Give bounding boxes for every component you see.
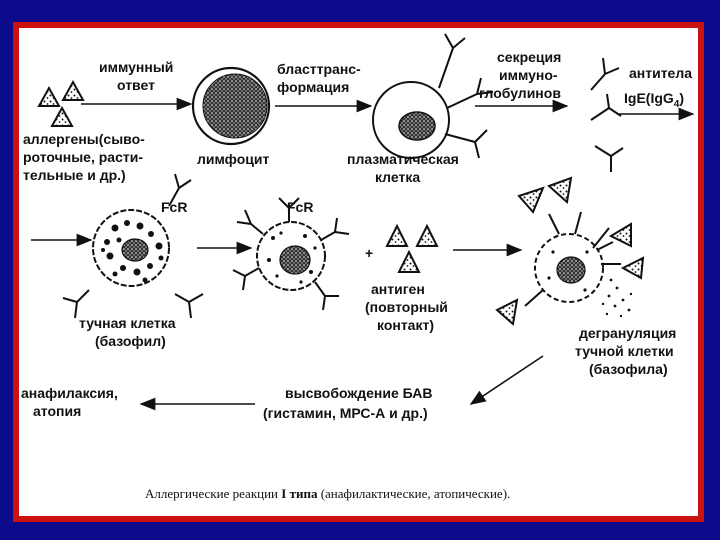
label-fcr-2: FcR — [287, 199, 313, 215]
label-immune-2: ответ — [117, 77, 155, 93]
label-degran-1: дегрануляция — [579, 325, 676, 341]
label-antigen-1: антиген — [371, 281, 425, 297]
label-anaph-1: анафилаксия, — [21, 385, 118, 401]
allergen-triangles — [37, 79, 85, 127]
label-antibodies-1: антитела — [629, 65, 692, 81]
mast-cell — [92, 209, 170, 287]
label-antibodies-2: IgE(IgG4) — [624, 90, 684, 110]
allergy-diagram: иммунный ответ аллергены(сыво- роточные,… — [21, 33, 695, 501]
antibody-molecules — [590, 57, 624, 172]
label-antigen-2: (повторный — [365, 299, 448, 315]
label-blast-2: формация — [277, 79, 349, 95]
label-secretion-3: глобулинов — [479, 85, 561, 101]
label-release-1: высвобождение БАВ — [285, 385, 432, 401]
label-allergens-2: роточные, расти- — [23, 149, 143, 165]
label-secretion-2: иммуно- — [499, 67, 558, 83]
label-fcr-1: FcR — [161, 199, 187, 215]
free-ige-antibodies — [62, 173, 204, 319]
label-allergens-1: аллергены(сыво- — [23, 131, 145, 147]
label-release-2: (гистамин, МРС-А и др.) — [263, 405, 428, 421]
label-degran-2: тучной клетки — [575, 343, 674, 359]
lymphocyte-cell — [191, 66, 271, 146]
figure-caption: Аллергические реакции I типа (анафилакти… — [145, 486, 510, 501]
bound-antibodies — [232, 197, 350, 311]
label-allergens-3: тельные и др.) — [23, 167, 126, 183]
plasma-cell — [372, 33, 494, 159]
antigen-clusters — [495, 176, 645, 326]
sensitized-mast-cell — [256, 221, 326, 291]
label-plasma-1: плазматическая — [347, 151, 459, 167]
antigen-triangles — [385, 223, 439, 273]
label-blast-1: бласттранс- — [277, 61, 361, 77]
diagram-sheet: иммунный ответ аллергены(сыво- роточные,… — [19, 28, 698, 516]
degranulating-mast-cell — [534, 233, 633, 318]
plus-sign: + — [365, 245, 373, 261]
label-antigen-3: контакт) — [377, 317, 434, 333]
label-lymphocyte: лимфоцит — [197, 151, 270, 167]
label-mast-1: тучная клетка — [79, 315, 176, 331]
label-plasma-2: клетка — [375, 169, 420, 185]
arrow-degran-to-release — [469, 355, 544, 405]
label-anaph-2: атопия — [33, 403, 81, 419]
crosslinked-antibodies — [524, 211, 621, 307]
label-mast-2: (базофил) — [95, 333, 166, 349]
label-degran-3: (базофила) — [589, 361, 668, 377]
label-immune-1: иммунный — [99, 59, 173, 75]
label-secretion-1: секреция — [497, 49, 561, 65]
